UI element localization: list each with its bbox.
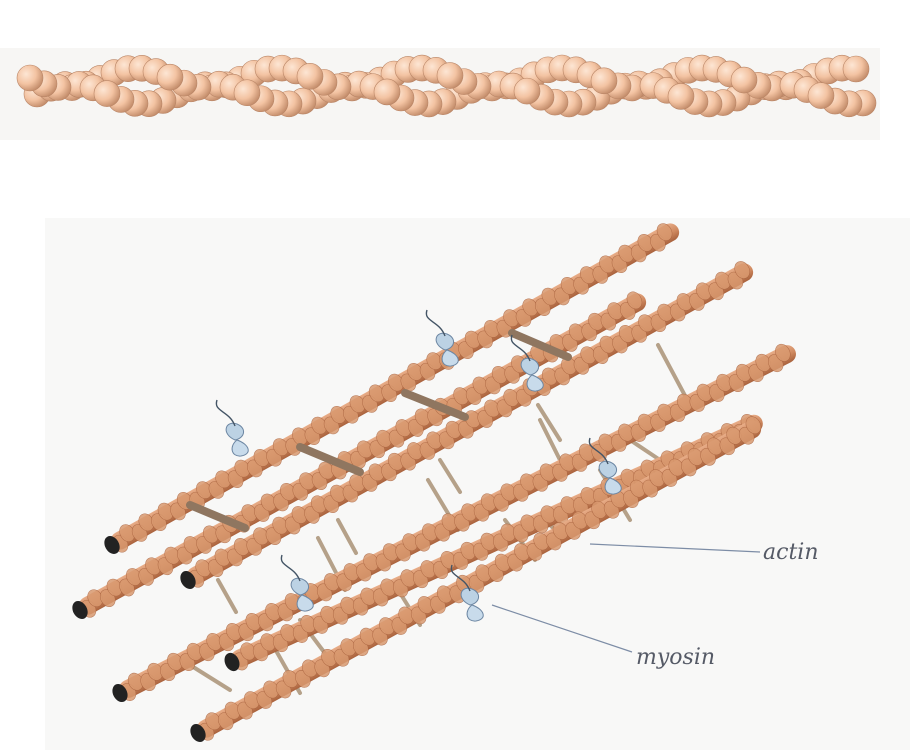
actin-bead	[17, 65, 43, 91]
actin-bead	[843, 56, 869, 82]
actin-bead	[514, 78, 540, 104]
thin-cross-bridge	[338, 520, 356, 553]
myosin-tail	[426, 310, 445, 336]
thin-cross-bridge	[440, 460, 460, 492]
myosin-head-lobe	[467, 605, 483, 621]
myosin-head-lobe	[232, 440, 248, 456]
myofibril-illustration-panel: actin myosin	[45, 218, 910, 750]
actin-bead	[94, 81, 120, 107]
actin-label: actin	[763, 540, 818, 565]
actin-bead	[731, 67, 757, 93]
actin-bead	[591, 68, 617, 94]
thin-cross-bridge	[218, 580, 236, 612]
actin-filament-closeup-panel	[0, 48, 880, 140]
actin-bead	[808, 83, 834, 109]
myosin-tail	[281, 555, 300, 581]
actin-bead	[668, 83, 694, 109]
actin-bead	[374, 79, 400, 105]
actin-bead	[297, 63, 323, 89]
actin-bead-chain	[0, 48, 880, 140]
myofibril-illustration: actin myosin	[45, 218, 910, 750]
actin-bead	[437, 63, 463, 89]
myosin-pointer-line	[492, 605, 632, 652]
thin-cross-bridge	[630, 440, 660, 460]
actin-bead	[157, 64, 183, 90]
actin-bead	[234, 80, 260, 106]
myosin-head	[216, 400, 248, 456]
actin-pointer-line	[590, 544, 760, 552]
myosin-label: myosin	[636, 645, 715, 670]
myosin-tail	[216, 400, 235, 426]
